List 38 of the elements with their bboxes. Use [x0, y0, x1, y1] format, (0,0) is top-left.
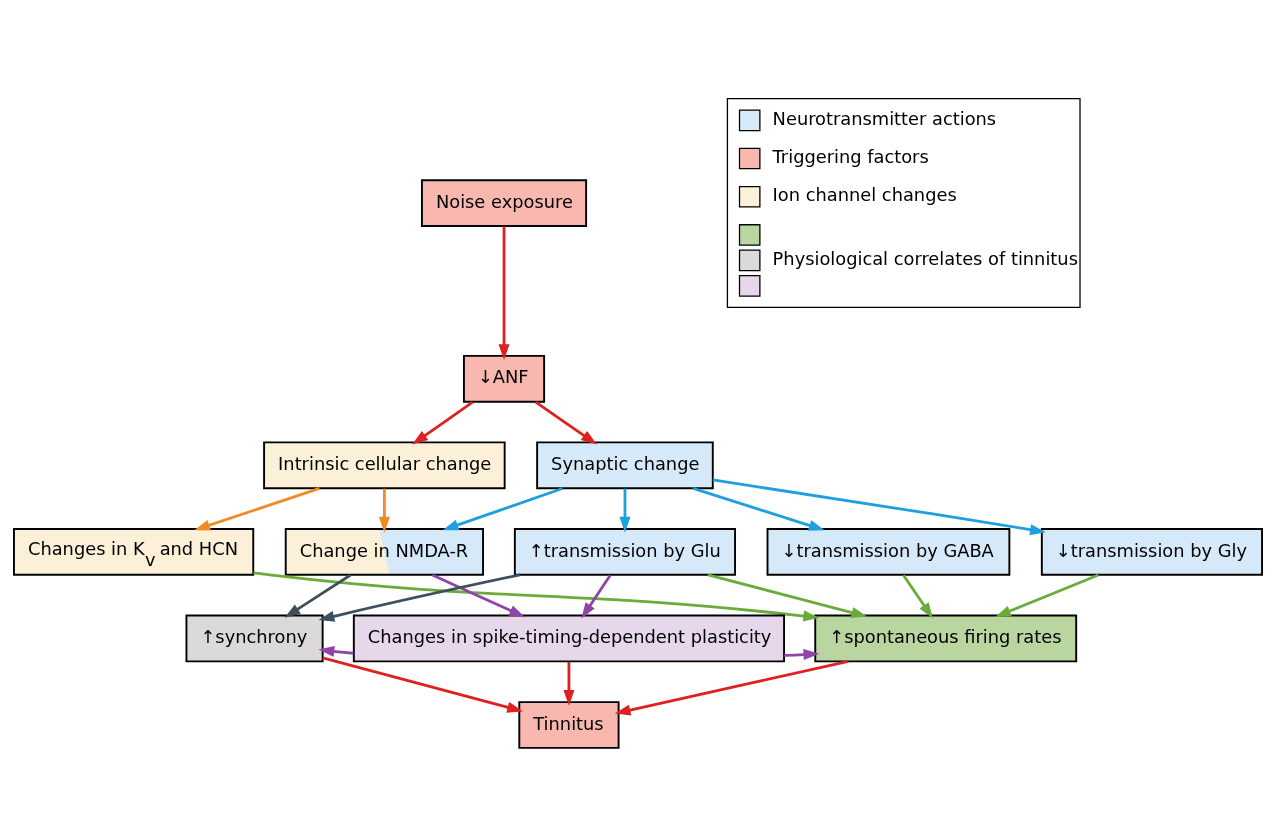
node-box: ↓transmission by Gly	[1040, 527, 1263, 576]
arrow	[498, 225, 510, 360]
arrow	[581, 573, 612, 618]
node-box: ↑synchrony	[185, 614, 324, 662]
arrow	[563, 661, 575, 706]
arrow	[784, 648, 820, 660]
node-box: Noise exposure	[420, 178, 588, 227]
arrow	[619, 488, 631, 533]
arrow	[712, 478, 1046, 535]
node-box: ↑transmission by Glu	[513, 527, 736, 576]
arrow	[412, 400, 474, 445]
arrow	[378, 488, 390, 533]
arrow	[995, 573, 1099, 617]
node-box: ↓ANF	[462, 354, 546, 403]
arrow	[253, 570, 820, 621]
arrow	[902, 573, 933, 618]
arrow	[442, 486, 563, 530]
node-box: ↑spontaneous firing rates	[814, 614, 1078, 662]
node-box: Synaptic change	[536, 440, 714, 489]
legend-label: Physiological correlates of tinnitus	[772, 247, 1078, 269]
node-box: Change in NMDA-R	[284, 527, 484, 576]
arrow	[692, 486, 825, 531]
legend-label: Ion channel changes	[772, 183, 957, 205]
arrow	[431, 573, 526, 617]
legend-label: Neurotransmitter actions	[772, 107, 997, 129]
node-box: ↓transmission by GABA	[766, 527, 1011, 576]
arrow	[614, 659, 849, 715]
arrow	[194, 486, 320, 531]
arrow	[322, 656, 523, 713]
arrow	[535, 400, 597, 445]
node-box: Intrinsic cellular change	[263, 440, 506, 489]
node-box: Changes in spike-timing-dependent plasticity	[352, 614, 786, 662]
node-box: Tinnitus	[518, 700, 620, 749]
arrow	[284, 573, 352, 618]
arrow	[318, 645, 354, 657]
arrow	[318, 572, 521, 622]
legend-label: Triggering factors	[772, 145, 929, 167]
arrow	[707, 573, 868, 618]
